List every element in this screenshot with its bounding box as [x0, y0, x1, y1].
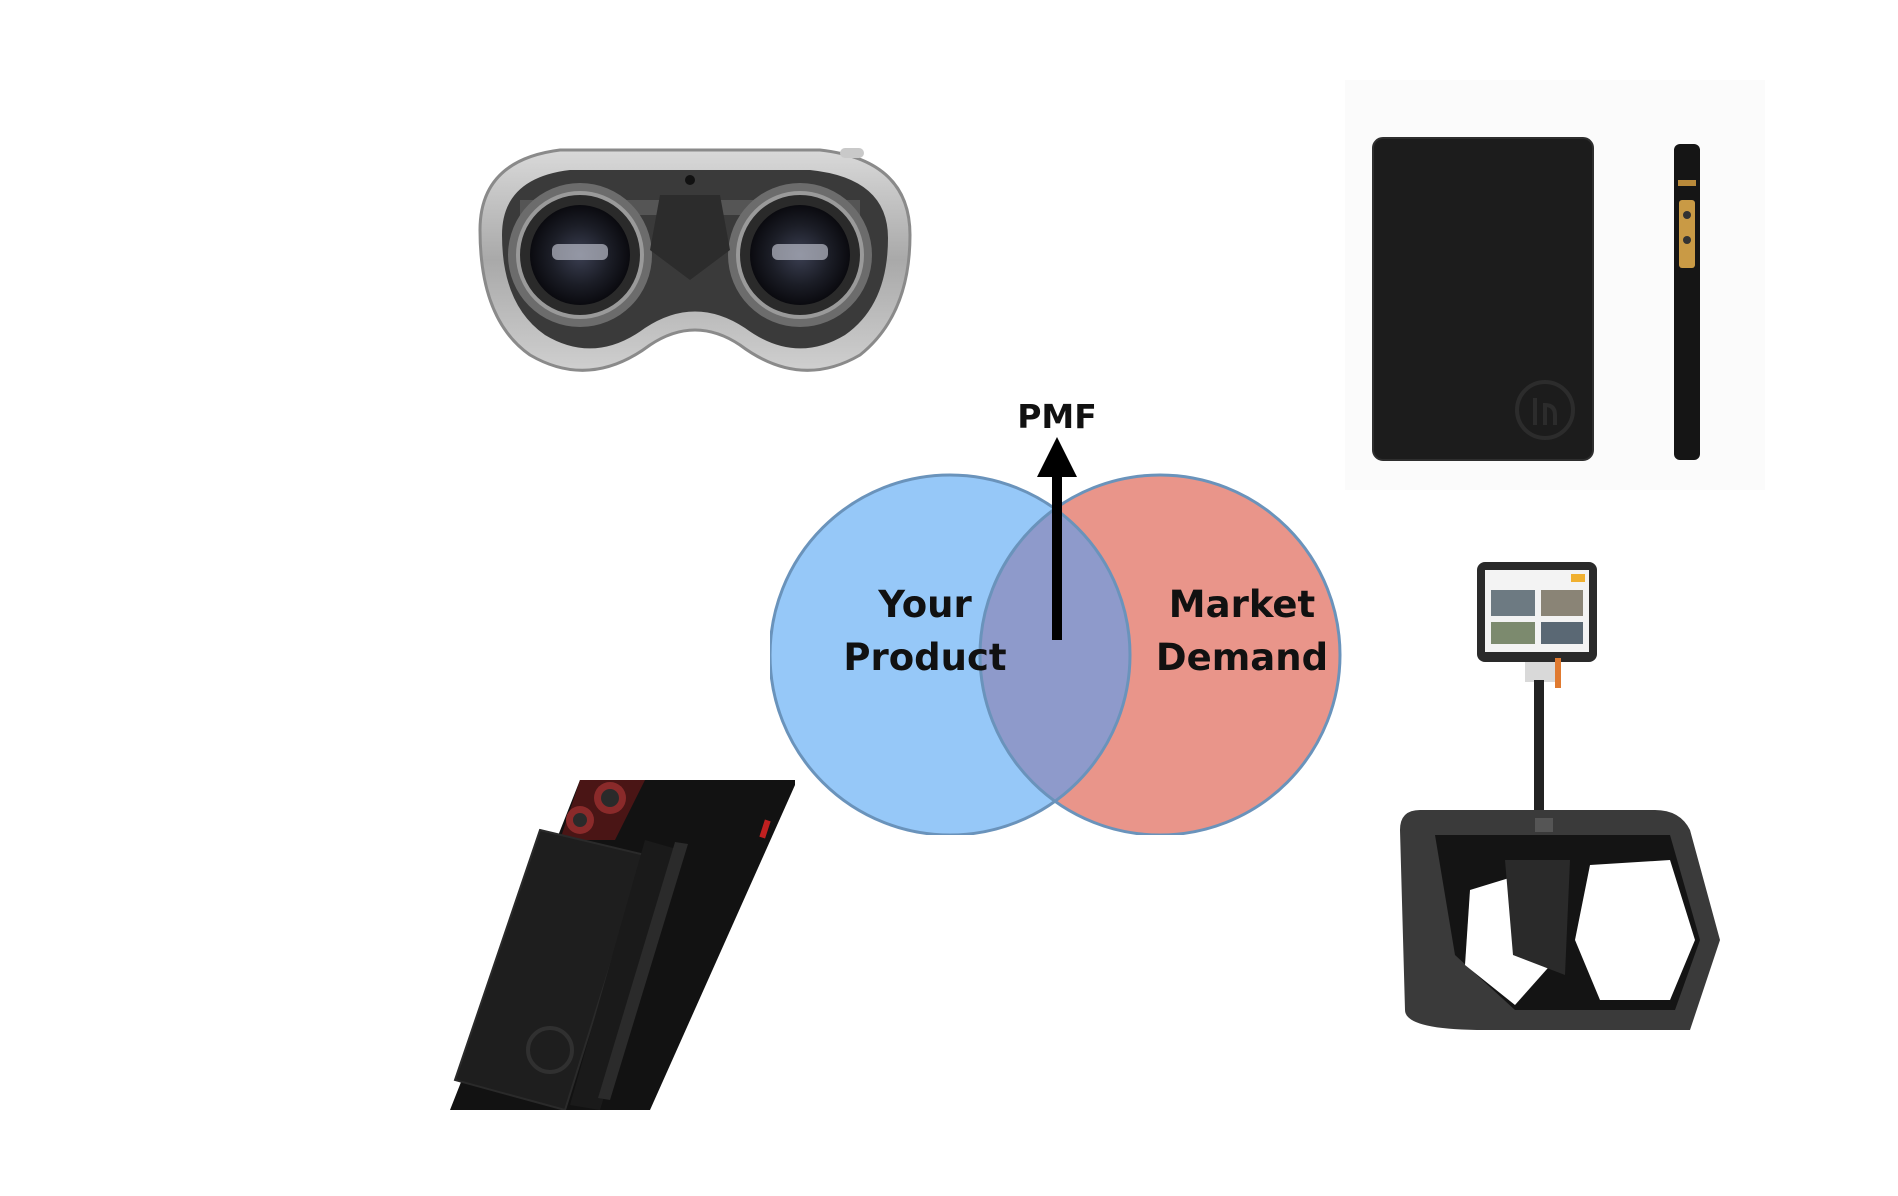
pmf-overlap	[980, 475, 1130, 835]
market-demand-label-line2: Demand	[1156, 636, 1328, 679]
your-product-label-line2: Product	[843, 636, 1006, 679]
market-demand-label-line1: Market	[1169, 583, 1315, 626]
notebook-and-pen-icon	[1345, 80, 1765, 490]
wallet-phone-case-icon	[450, 780, 795, 1110]
pmf-venn-diagram: Your Product Market Demand PMF	[770, 397, 1342, 835]
vr-headset-icon	[478, 148, 912, 372]
tablet-stand-icon	[1400, 562, 1720, 1030]
pmf-label: PMF	[1017, 397, 1097, 436]
your-product-label-line1: Your	[877, 583, 972, 626]
